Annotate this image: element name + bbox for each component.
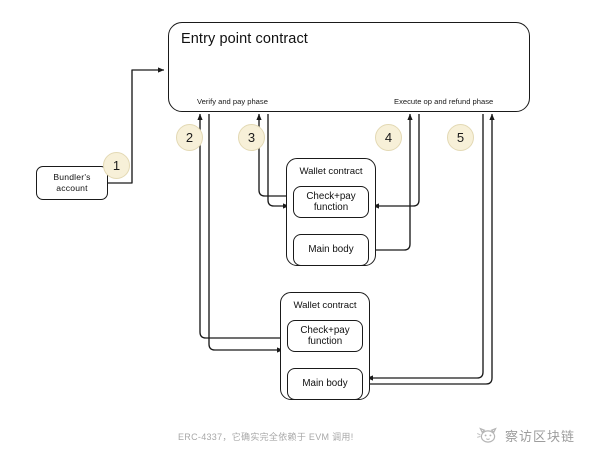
wallet-contract-top-title: Wallet contract — [299, 166, 363, 177]
check-pay-function-bottom-box: Check+pay function — [287, 320, 363, 352]
step-badge-3: 3 — [238, 124, 265, 151]
phase-label-execute: Execute op and refund phase — [394, 97, 494, 106]
bundlers-account-box: Bundler's account — [36, 166, 108, 200]
edge-bundler-to-entry — [108, 67, 165, 184]
edge-entry-call-top-checkpay — [267, 114, 290, 209]
watermark-text: 察访区块链 — [505, 429, 576, 444]
wallet-contract-bottom-title: Wallet contract — [293, 300, 357, 311]
step-badge-2: 2 — [176, 124, 203, 151]
check-pay-top-line1: Check+pay — [306, 190, 356, 202]
check-pay-top-line2: function — [313, 202, 349, 213]
edge-entry-call-bottom-mainbody — [366, 114, 484, 381]
page-title: Entry point contract — [181, 31, 308, 47]
check-pay-bottom-line1: Check+pay — [300, 324, 350, 336]
edge-bottom-mainbody-return-entry — [363, 113, 495, 385]
edge-top-mainbody-return-entry — [369, 113, 413, 251]
bundlers-account-line1: Bundler's — [53, 171, 91, 182]
figure-caption: ERC-4337，它确实完全依赖于 EVM 调用! — [178, 432, 354, 442]
check-pay-function-top-box: Check+pay function — [293, 186, 369, 218]
step-badge-4: 4 — [375, 124, 402, 151]
main-body-top-box: Main body — [293, 234, 369, 266]
cat-face-icon — [476, 427, 497, 443]
edge-top-checkpay-return-entry — [256, 113, 293, 197]
edge-bottom-checkpay-return-entry — [197, 113, 287, 339]
main-body-bottom-box: Main body — [287, 368, 363, 400]
check-pay-bottom-line2: function — [307, 336, 343, 347]
edge-entry-call-bottom-checkpay — [208, 114, 284, 353]
watermark: 察访区块链 — [476, 426, 575, 445]
bundlers-account-line2: account — [56, 182, 88, 193]
edge-entry-call-top-checkpay-exec — [372, 114, 420, 209]
entry-point-contract-box: Entry point contract — [168, 22, 530, 112]
step-badge-1: 1 — [103, 152, 130, 179]
phase-label-verify: Verify and pay phase — [197, 97, 268, 106]
step-badge-5: 5 — [447, 124, 474, 151]
